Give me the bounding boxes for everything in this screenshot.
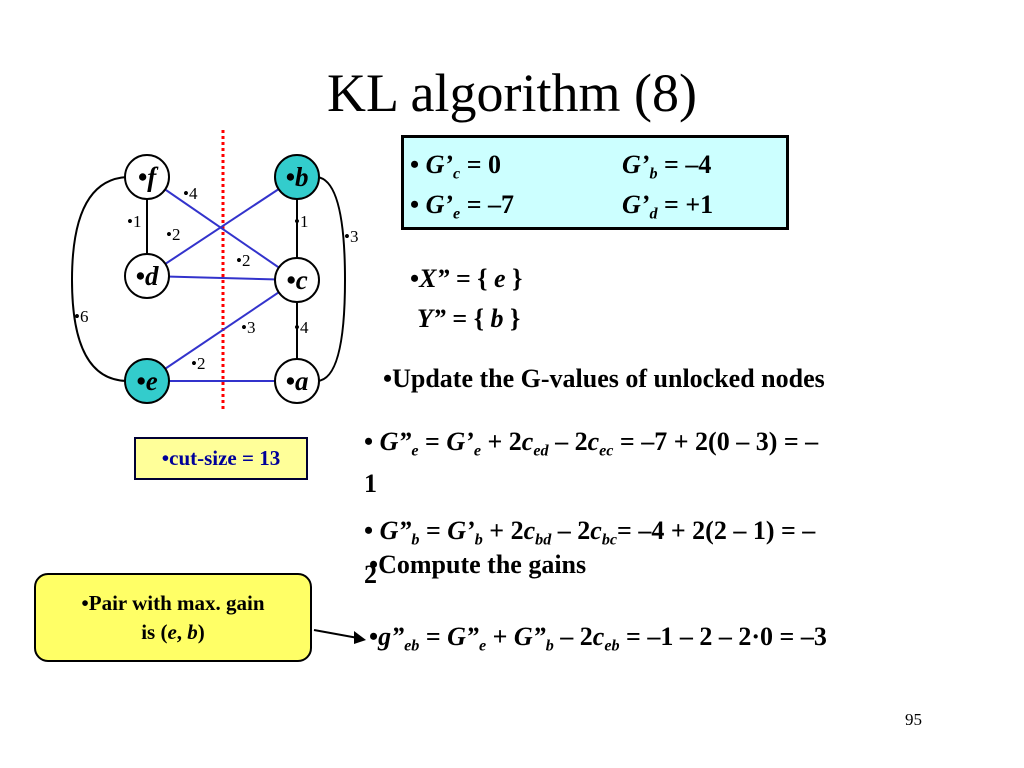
g-values-box: • G’c = 0 G’b = –4 • G’e = –7 G’d = +1 [401, 135, 789, 230]
update-heading: •Update the G-values of unlocked nodes [383, 364, 825, 393]
node-f: •f [124, 154, 170, 200]
weight-b-a: •3 [344, 227, 358, 246]
gb-update-formula: • G”b = G’b + 2cbd – 2cbc= –4 + 2(2 – 1)… [364, 516, 816, 549]
node-e: •e [124, 358, 170, 404]
edge-d-c [146, 275, 298, 281]
weight-e-a: •2 [191, 354, 205, 373]
kl-graph: •f •b •d •c •e •a •4 •1 •2 •1 •3 •2 •6 •… [70, 130, 358, 410]
g-c-value: • G’c = 0 [410, 150, 502, 183]
node-f-label: •f [138, 162, 159, 192]
weight-f-c: •4 [183, 184, 198, 203]
g-b-value: G’b = –4 [622, 150, 712, 183]
weight-f-d: •1 [127, 212, 141, 231]
pair-note-line2: is (e, b) [141, 620, 205, 644]
node-e-label: •e [136, 366, 157, 396]
node-c: •c [274, 257, 320, 303]
page-number: 95 [905, 710, 922, 729]
node-c-label: •c [286, 265, 307, 295]
node-a-label: •a [286, 366, 309, 396]
node-a-circle [274, 358, 320, 404]
edge-e-c [146, 279, 298, 382]
node-d: •d [124, 253, 170, 299]
g-d-value: G’d = +1 [622, 190, 714, 223]
pointer-arrow [313, 629, 366, 644]
ge-update-formula: • G”e = G’e + 2ced – 2cec = –7 + 2(0 – 3… [364, 427, 819, 460]
weight-f-e: •6 [74, 307, 88, 326]
pair-note-box: •Pair with max. gain is (e, b) [34, 573, 312, 662]
node-b-label: •b [286, 162, 309, 192]
node-d-circle [124, 253, 170, 299]
edge-b-a [316, 176, 347, 382]
node-b: •b [274, 154, 320, 200]
set-x: •X” = { e } [410, 264, 523, 293]
node-d-label: •d [136, 261, 159, 291]
slide-title: KL algorithm (8) [327, 63, 697, 123]
gain-formula: •g”eb = G”e + G”b – 2ceb = –1 – 2 – 2·0 … [369, 622, 827, 655]
g-e-value: • G’e = –7 [410, 190, 515, 223]
edge-d-b [146, 176, 298, 277]
node-c-circle [274, 257, 320, 303]
weight-d-c: •2 [236, 251, 250, 270]
cut-size-box: •cut-size = 13 [134, 437, 308, 480]
weight-c-a: •4 [294, 318, 309, 337]
weight-b-c: •1 [294, 212, 308, 231]
node-a: •a [274, 358, 320, 404]
edge-f-c [146, 176, 298, 281]
ge-update-wrap: 1 [364, 469, 377, 498]
node-e-circle [124, 358, 170, 404]
node-f-circle [124, 154, 170, 200]
edge-f-e [70, 176, 128, 382]
node-b-circle [274, 154, 320, 200]
weight-d-b: •2 [166, 225, 180, 244]
weight-e-c: •3 [241, 318, 255, 337]
compute-heading: •Compute the gains [369, 550, 587, 579]
set-y: Y” = { b } [417, 304, 521, 333]
pair-note-line1: •Pair with max. gain [81, 591, 265, 615]
gb-update-wrap: 2 [364, 560, 377, 589]
